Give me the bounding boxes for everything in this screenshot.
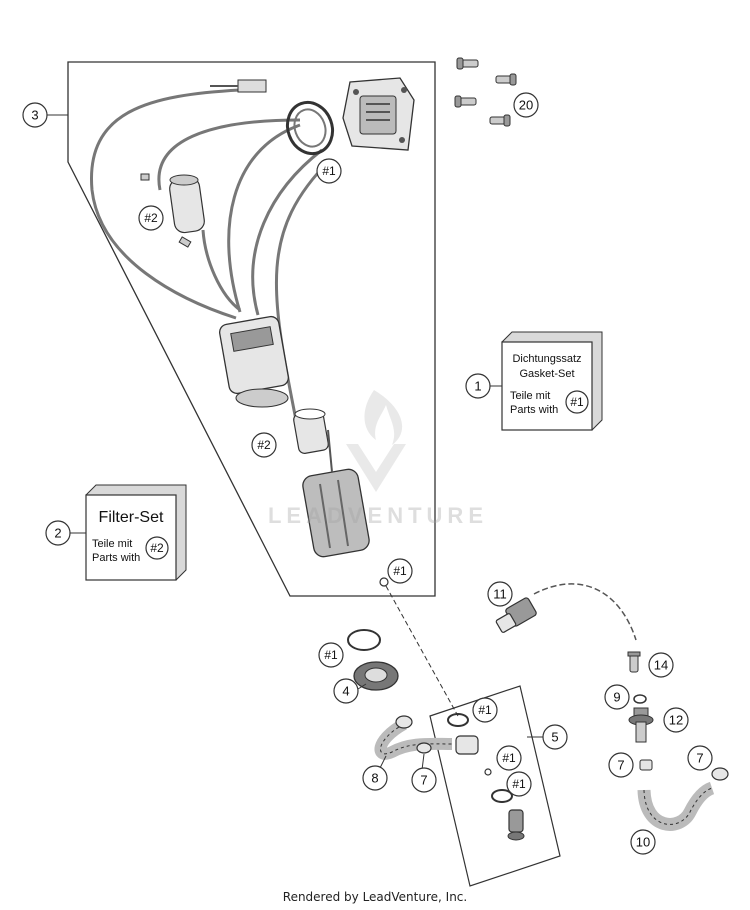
- callout-3-label: 3: [31, 108, 38, 123]
- filter-kit-line2: Parts with: [92, 552, 140, 564]
- clamp-part-7b: [639, 759, 653, 771]
- callout-4: 4: [333, 678, 359, 704]
- screw-3: [454, 95, 477, 108]
- ref-1-oring: #1: [387, 558, 413, 584]
- screw-1: [456, 57, 479, 70]
- grommet-part-4: [353, 661, 399, 691]
- filter-sleeve: [293, 408, 329, 454]
- plate-parts: [447, 713, 525, 841]
- gasket-kit-line2: Gasket-Set: [519, 368, 574, 380]
- leader-7a: [421, 753, 425, 771]
- filter-kit-box: [85, 484, 187, 581]
- electrical-connector: [210, 79, 267, 93]
- ref-1-plate-b: #1: [496, 745, 522, 771]
- callout-1-label: 1: [474, 379, 481, 394]
- callout-7b: 7: [608, 752, 634, 778]
- callout-3: 3: [22, 102, 48, 128]
- leader-8: [379, 755, 387, 769]
- callout-7c: 7: [687, 745, 713, 771]
- pump-assembly-outline: [67, 61, 436, 597]
- callout-9-label: 9: [613, 690, 620, 705]
- sensor-part-11: [495, 583, 637, 641]
- callout-5: 5: [542, 724, 568, 750]
- screw-4: [489, 114, 511, 127]
- screw-set: [454, 57, 517, 127]
- svg-text:#2: #2: [150, 541, 164, 555]
- svg-text:#1: #1: [324, 648, 338, 662]
- assembly-dashed-line: [385, 585, 459, 717]
- watermark-logo: [346, 390, 406, 492]
- inline-fuel-filter: [140, 173, 205, 248]
- callout-1: 1: [465, 373, 491, 399]
- nipple-part-12: [628, 707, 654, 743]
- svg-text:#2: #2: [144, 211, 158, 225]
- callout-12-label: 12: [669, 713, 683, 728]
- gasket-kit-line1: Dichtungssatz: [512, 353, 581, 365]
- plate-outline: [429, 685, 561, 887]
- footer-credit: Rendered by LeadVenture, Inc.: [282, 890, 468, 904]
- gasket-kit-line3: Teile mit: [510, 390, 550, 402]
- svg-text:#1: #1: [502, 751, 516, 765]
- hose-part-10: [637, 781, 715, 831]
- callout-2: 2: [45, 520, 71, 546]
- callout-20: 20: [513, 92, 539, 118]
- seal-ring: [347, 629, 381, 651]
- callout-20-label: 20: [519, 98, 533, 113]
- pin-part-14: [627, 651, 641, 673]
- filter-kit-title: Filter-Set: [99, 509, 164, 526]
- callout-4-label: 4: [342, 684, 349, 699]
- callout-5-label: 5: [551, 730, 558, 745]
- pump-hoses: [90, 88, 332, 421]
- callout-7a: 7: [411, 767, 437, 793]
- callout-9: 9: [604, 684, 630, 710]
- small-o-ring: [379, 577, 389, 587]
- flange-seal-ring: [285, 100, 335, 156]
- callout-2-label: 2: [54, 526, 61, 541]
- ref-2-left: #2: [138, 205, 164, 231]
- svg-text:#1: #1: [478, 703, 492, 717]
- callout-7c-label: 7: [696, 751, 703, 766]
- pump-motor: [218, 315, 290, 408]
- callout-12: 12: [663, 707, 689, 733]
- pump-strainer: [302, 429, 370, 558]
- callout-8-label: 8: [371, 771, 378, 786]
- ref-1-plate-c: #1: [506, 771, 532, 797]
- ref-1-plate-a: #1: [472, 697, 498, 723]
- callout-11: 11: [487, 581, 513, 607]
- callout-11-label: 11: [493, 587, 507, 602]
- gasket-kit-line4: Parts with: [510, 404, 558, 416]
- ref-1-washer: #1: [318, 642, 344, 668]
- o-ring-part-9: [633, 694, 647, 704]
- callout-7b-label: 7: [617, 758, 624, 773]
- ref-2-box: #2: [145, 536, 169, 560]
- svg-text:#1: #1: [570, 395, 584, 409]
- watermark-text: LEADVENTURE: [267, 503, 488, 528]
- callout-14: 14: [648, 652, 674, 678]
- ref-2-mid: #2: [251, 432, 277, 458]
- pump-flange: [342, 77, 415, 151]
- callout-14-label: 14: [654, 658, 668, 673]
- callout-7a-label: 7: [420, 773, 427, 788]
- filter-kit-line1: Teile mit: [92, 538, 132, 550]
- ref-1-box: #1: [565, 390, 589, 414]
- svg-text:#1: #1: [322, 164, 336, 178]
- screw-2: [495, 73, 517, 86]
- svg-text:#2: #2: [257, 438, 271, 452]
- leader-4: [357, 683, 367, 690]
- ref-1-top: #1: [316, 158, 342, 184]
- hose-part-8: [374, 715, 453, 760]
- callout-10: 10: [630, 829, 656, 855]
- callout-8: 8: [362, 765, 388, 791]
- svg-text:#1: #1: [512, 777, 526, 791]
- svg-text:#1: #1: [393, 564, 407, 578]
- callout-10-label: 10: [636, 835, 650, 850]
- clamp-part-7c: [711, 767, 729, 781]
